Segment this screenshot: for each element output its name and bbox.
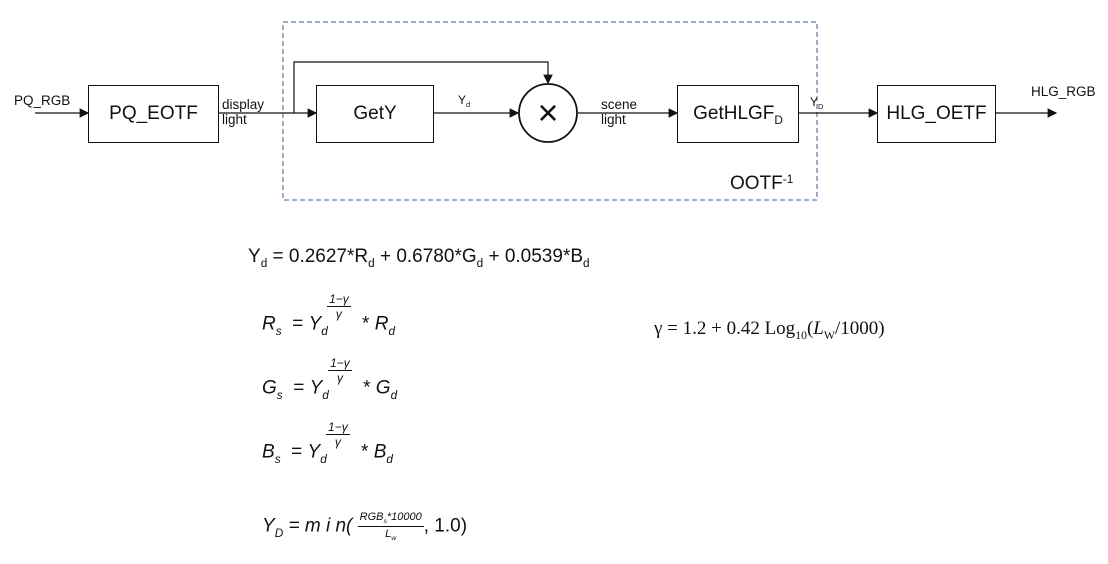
input-label: PQ_RGB	[14, 93, 71, 108]
gethlgf-label: GetHLGFD	[693, 103, 783, 128]
multiply-node	[518, 83, 578, 143]
hlg-oetf-label: HLG_OETF	[886, 103, 987, 124]
multiply-symbol: ×	[537, 92, 559, 133]
yD-min-equation: YD = m i n( RGBs*10000 Lw , 1.0)	[262, 511, 468, 543]
gety-label: GetY	[353, 103, 397, 124]
ootf-inverse-label: OOTF-1	[730, 172, 794, 194]
pq-eotf-label: PQ_EOTF	[109, 103, 198, 124]
gety-box: GetY	[316, 85, 434, 143]
ootf-region	[282, 21, 818, 201]
scene-light-label: scene light	[601, 97, 638, 127]
arrow-bypass	[293, 61, 553, 113]
hlg-oetf-box: HLG_OETF	[877, 85, 996, 143]
pq-eotf-box: PQ_EOTF	[88, 85, 219, 143]
output-label: HLG_RGB	[1031, 84, 1096, 99]
yd-equation: Yd = 0.2627*Rd + 0.6780*Gd + 0.0539*Bd	[248, 246, 590, 271]
yd-label: Yd	[458, 93, 471, 110]
gethlgf-box: GetHLGFD	[677, 85, 799, 143]
gamma-equation: γ = 1.2 + 0.42 Log10(LW/1000)	[654, 318, 885, 343]
yD-label: YD	[810, 95, 824, 112]
display-light-label: display light	[222, 97, 265, 127]
